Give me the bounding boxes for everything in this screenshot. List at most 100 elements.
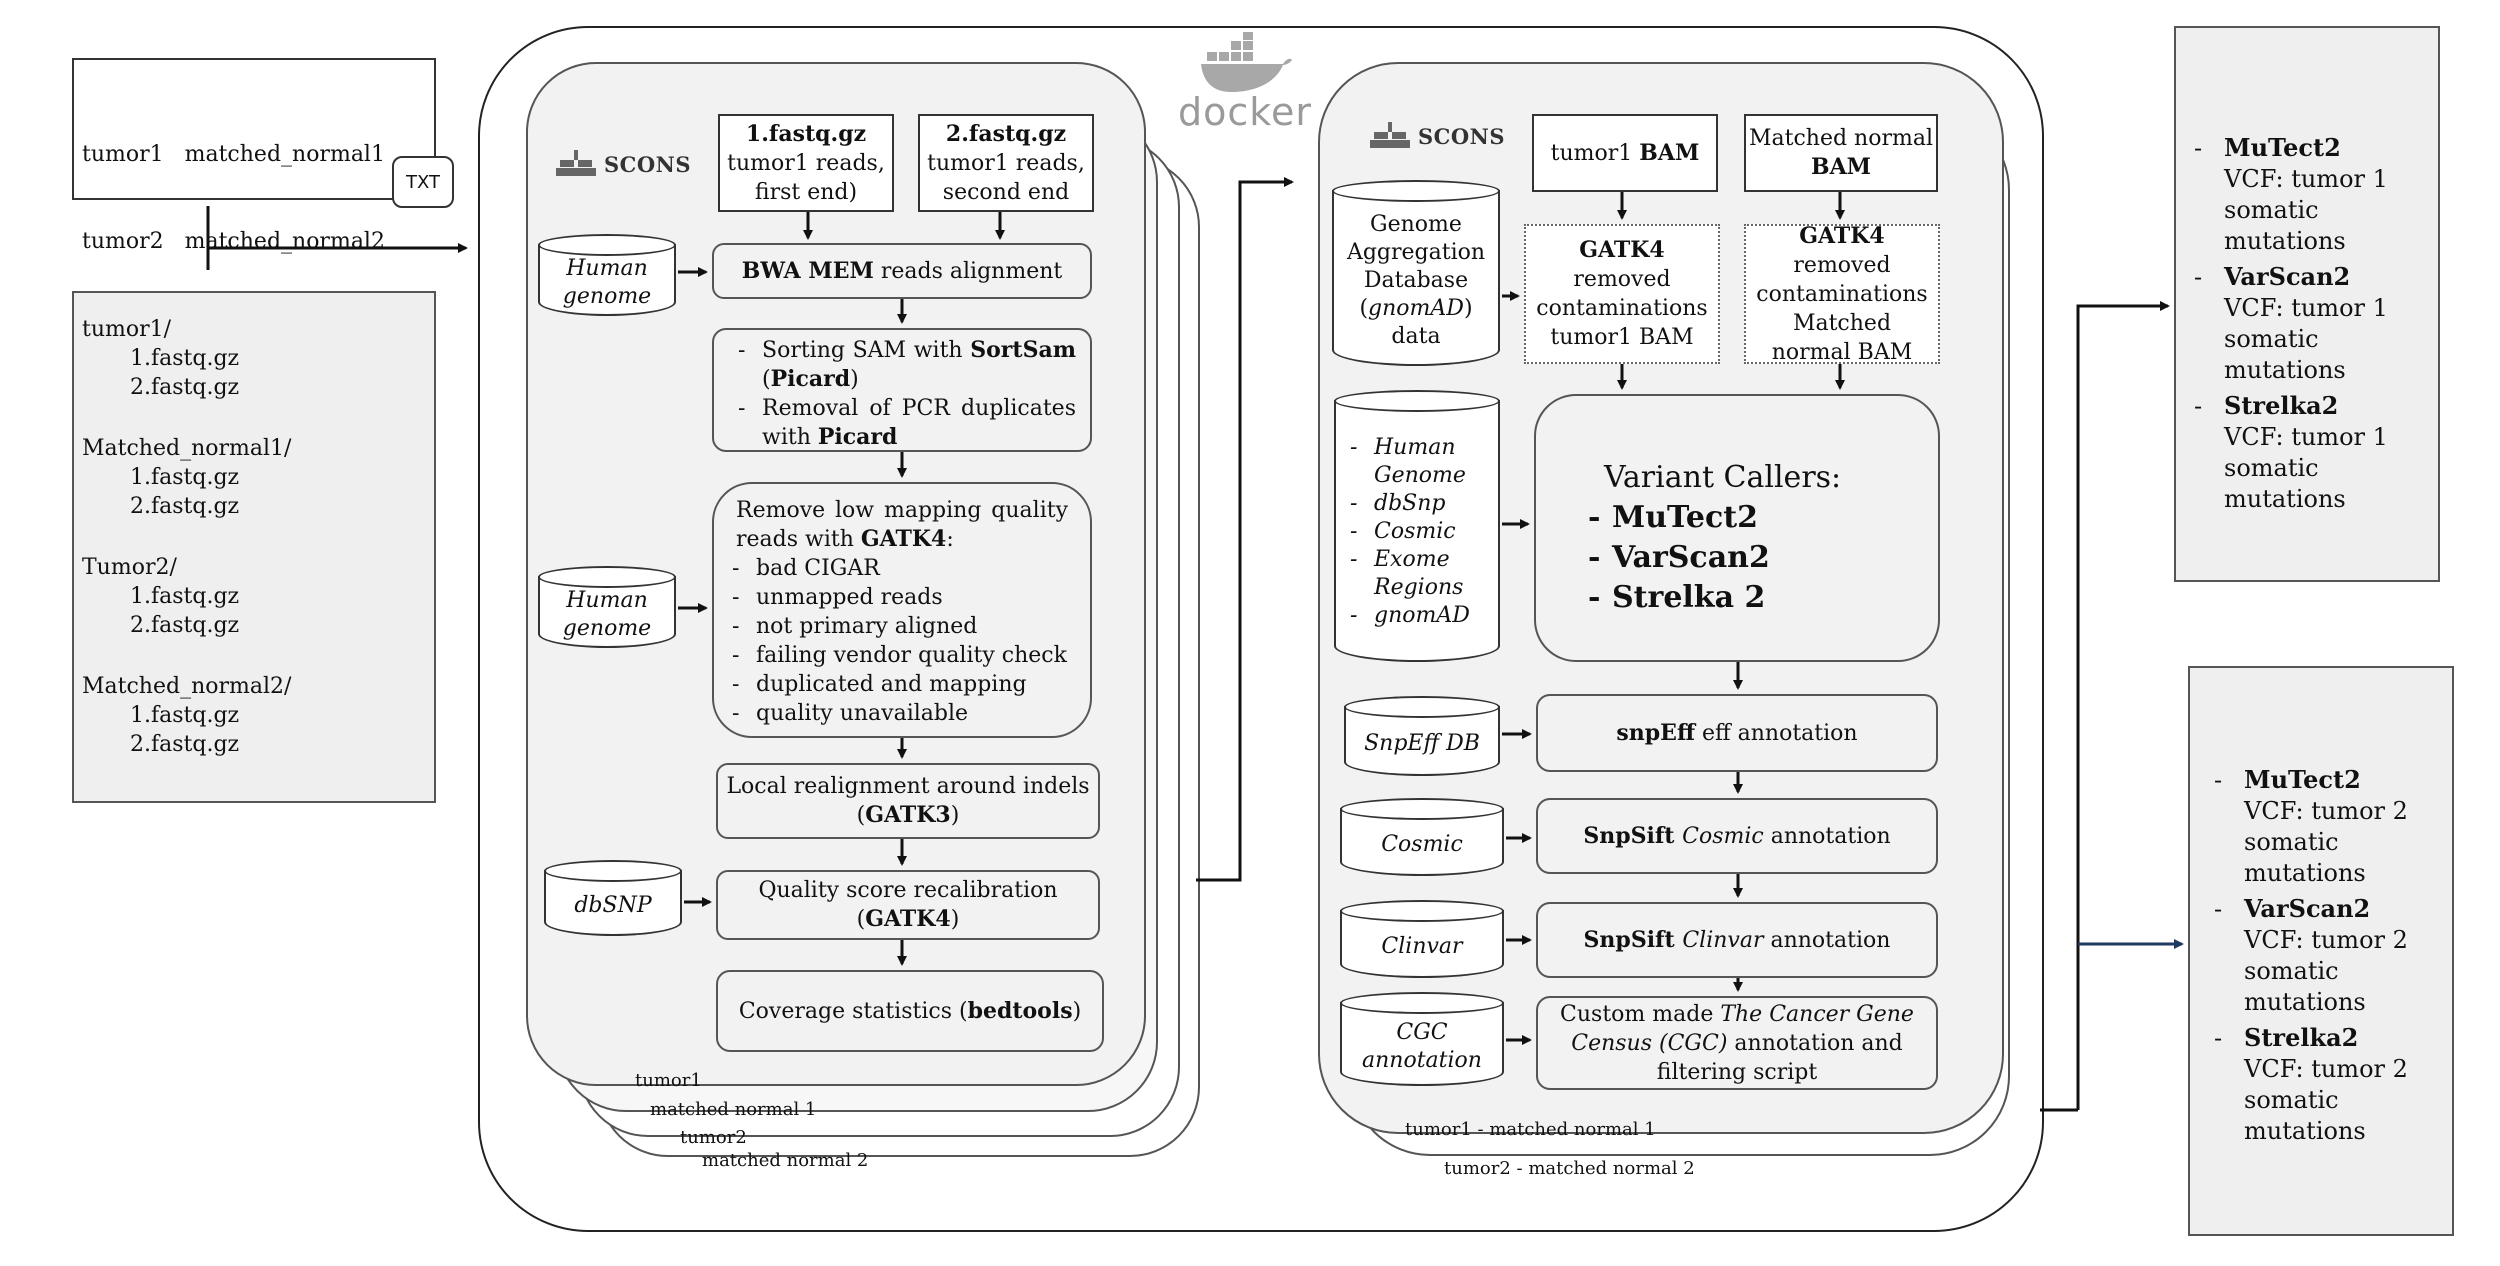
output-tumor2-vcfs: -MuTect2 VCF: tumor 2 somatic mutations … <box>2188 666 2454 1236</box>
resources-db: Human Genome dbSnp Cosmic Exome Regions … <box>1334 390 1500 662</box>
tool-name: SnpSift <box>1583 926 1683 953</box>
output-item: -VarScan2 VCF: tumor 2 somatic mutations <box>2190 893 2452 1018</box>
bam-desc: tumor1 <box>1550 140 1640 166</box>
output-tool: MuTect2 <box>2244 765 2361 794</box>
cgc-db: CGC annotation <box>1340 992 1504 1086</box>
caller-item: MuTect2 <box>1578 498 1938 538</box>
output-desc: VCF: tumor 1 somatic mutations <box>2224 165 2388 255</box>
step-text: Removal of PCR duplicates with <box>762 396 1076 450</box>
db-label-line: Database <box>1363 268 1469 293</box>
db-name: Cosmic <box>1682 823 1764 849</box>
tool-name: GATK4 <box>865 906 951 932</box>
tool-name: SnpSift <box>1583 822 1683 849</box>
db-label-italic: gnomAD <box>1368 296 1464 321</box>
output-tool: VarScan2 <box>2244 894 2371 923</box>
fastq1-desc-line: tumor1 reads, <box>727 150 885 176</box>
db-label-line: data <box>1391 324 1441 349</box>
folder-tumor1: tumor1/ 1.fastq.gz 2.fastq.gz <box>82 315 434 402</box>
scons-logo-left: SCONS <box>556 150 691 178</box>
coverage-desc: ) <box>1072 998 1082 1024</box>
gatk4-filter-node: Remove low mapping quality reads with GA… <box>712 482 1092 738</box>
filter-criterion: bad CIGAR <box>722 554 1068 583</box>
bwa-desc: reads alignment <box>873 258 1063 284</box>
tool-name: snpEff <box>1616 719 1695 746</box>
db-label-line: Aggregation <box>1346 240 1486 265</box>
output-desc: VCF: tumor 2 somatic mutations <box>2244 797 2408 887</box>
annotation-desc: annotation <box>1763 823 1891 849</box>
output-item: -Strelka2 VCF: tumor 2 somatic mutations <box>2190 1022 2452 1147</box>
docker-logo: docker <box>1170 32 1320 134</box>
step-text: Sorting SAM with <box>762 338 971 363</box>
paren: ) <box>1463 296 1473 321</box>
annotation-desc: annotation <box>1763 927 1891 953</box>
tumor-bam-node: tumor1 BAM <box>1532 114 1718 192</box>
fastq1-filename: 1.fastq.gz <box>745 120 867 147</box>
db-label: Cosmic <box>1381 832 1463 857</box>
folder-name: Matched_normal1/ <box>82 436 292 461</box>
file-name: 2.fastq.gz <box>130 613 240 638</box>
snpeff-node: snpEff eff annotation <box>1536 694 1938 772</box>
human-genome-db-1: Human genome <box>538 234 676 316</box>
resources-label: Human Genome dbSnp Cosmic Exome Regions … <box>1336 414 1498 654</box>
txt-line-2: tumor2 matched_normal2 <box>82 229 385 254</box>
output-tool: Strelka2 <box>2244 1023 2359 1052</box>
stack-label-matched-normal-1: matched normal 1 <box>650 1099 817 1120</box>
output-desc: VCF: tumor 1 somatic mutations <box>2224 423 2388 513</box>
variant-callers-title: Variant Callers: <box>1604 460 1842 495</box>
resources-list: Human Genome dbSnp Cosmic Exome Regions … <box>1340 434 1498 630</box>
docker-label: docker <box>1178 90 1312 134</box>
folder-matched-normal1: Matched_normal1/ 1.fastq.gz 2.fastq.gz <box>82 434 434 521</box>
filter-criterion: unmapped reads <box>722 583 1068 612</box>
txt-badge: TXT <box>392 156 454 208</box>
custom-desc: Custom made <box>1560 1001 1721 1027</box>
human-genome-db-2: Human genome <box>538 566 676 648</box>
output-item: -VarScan2 VCF: tumor 1 somatic mutations <box>2176 261 2438 386</box>
file-name: 2.fastq.gz <box>130 375 240 400</box>
bwa-mem-node: BWA MEM reads alignment <box>712 243 1092 299</box>
arrow-to-output-1 <box>2076 301 2170 1110</box>
snpsift-clinvar-node: SnpSift Clinvar annotation <box>1536 902 1938 978</box>
db-label: dbSNP <box>574 893 652 918</box>
sort-step: Sorting SAM with SortSam (Picard) <box>728 336 1076 394</box>
caller-item: VarScan2 <box>1578 538 1938 578</box>
tool-name: SortSam <box>970 337 1076 363</box>
fastq2-filename: 2.fastq.gz <box>945 120 1067 147</box>
tool-name: Picard <box>770 366 851 392</box>
tool-name: GATK4 <box>1799 222 1885 249</box>
db-label: Human genome <box>562 588 652 641</box>
coverage-desc: Coverage statistics ( <box>738 998 968 1024</box>
variant-callers-node: Variant Callers: MuTect2 VarScan2 Strelk… <box>1534 394 1940 662</box>
db-label: Human genome <box>562 256 652 309</box>
dbsnp-db: dbSNP <box>544 860 682 936</box>
clinvar-db: Clinvar <box>1340 900 1504 978</box>
output-list: -MuTect2 VCF: tumor 2 somatic mutations … <box>2190 764 2452 1147</box>
filter-intro-text: : <box>946 527 954 552</box>
coverage-node: Coverage statistics (bedtools) <box>716 970 1104 1052</box>
db-label: Clinvar <box>1381 934 1463 959</box>
stack-label-tumor2: tumor2 <box>680 1127 747 1148</box>
folder-name: Tumor2/ <box>82 555 177 580</box>
sort-dedup-list: Sorting SAM with SortSam (Picard) Remova… <box>728 336 1076 452</box>
variant-callers-list: MuTect2 VarScan2 Strelka 2 <box>1578 498 1938 618</box>
annotation-desc: eff annotation <box>1695 720 1858 746</box>
db-label: CGC annotation <box>1362 1020 1482 1073</box>
paren: ( <box>1359 296 1369 321</box>
filter-criterion: quality unavailable <box>722 699 1068 728</box>
filter-criteria-list: bad CIGAR unmapped reads not primary ali… <box>722 554 1068 728</box>
stack-label-matched-normal-2: matched normal 2 <box>702 1150 869 1171</box>
recal-desc: Quality score recalibration <box>758 878 1058 903</box>
output-tool: VarScan2 <box>2224 262 2351 291</box>
scons-icon <box>556 150 596 178</box>
step-text: ( <box>762 367 771 392</box>
gatk4-contam-tumor-node: GATK4 removed contaminations tumor1 BAM <box>1524 224 1720 364</box>
paren: ( <box>856 803 866 828</box>
file-name: 1.fastq.gz <box>130 584 240 609</box>
dedup-step: Removal of PCR duplicates with Picard <box>728 394 1076 452</box>
bam-label: BAM <box>1639 139 1700 166</box>
contam-desc: removed contaminations tumor1 BAM <box>1536 267 1708 350</box>
snpsift-cosmic-node: SnpSift Cosmic annotation <box>1536 798 1938 874</box>
resource-item: Human Genome <box>1340 434 1498 490</box>
step-text: ) <box>850 367 859 392</box>
file-name: 1.fastq.gz <box>130 703 240 728</box>
resource-item: Cosmic <box>1340 518 1498 546</box>
